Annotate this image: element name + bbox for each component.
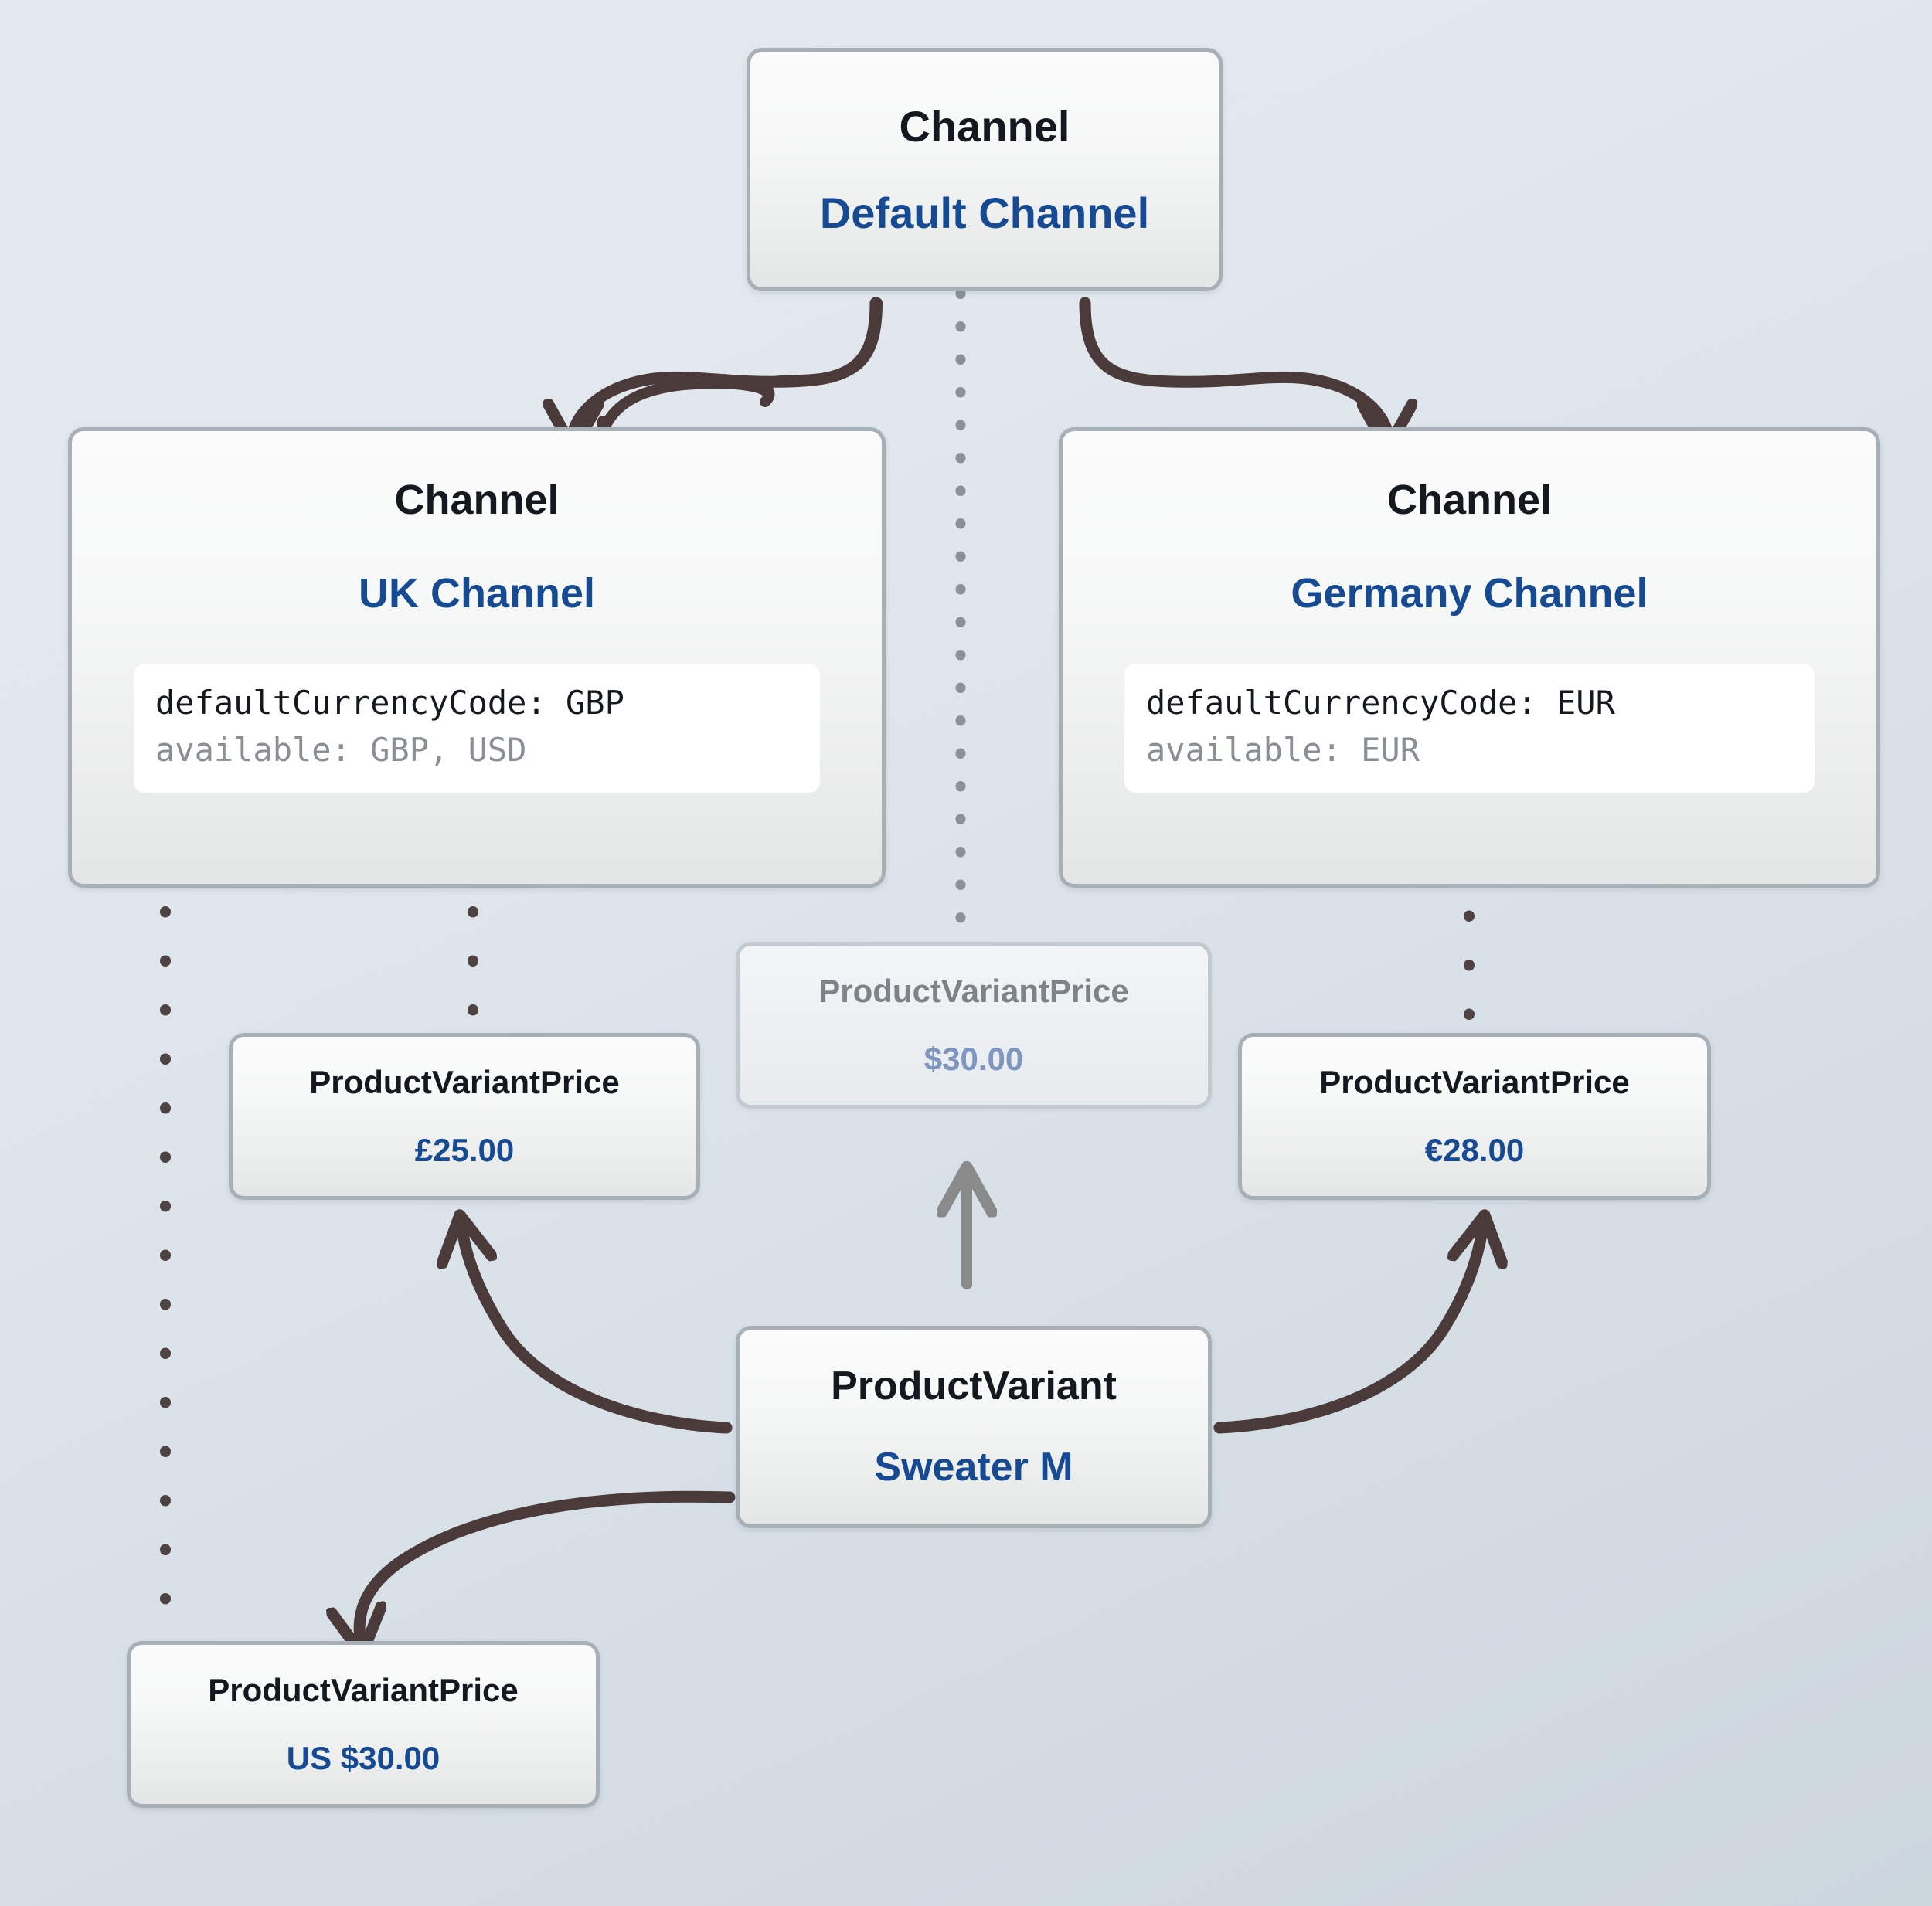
available-currencies-line: available: EUR xyxy=(1146,731,1420,770)
node-price-us[interactable]: ProductVariantPrice US $30.00 xyxy=(127,1641,600,1808)
node-type-label: ProductVariantPrice xyxy=(208,1671,519,1708)
node-name-label: UK Channel xyxy=(358,570,596,617)
edge-default-to-uk-main xyxy=(573,297,882,434)
channel-currency-fields: defaultCurrencyCode: GBP available: GBP,… xyxy=(134,663,820,793)
node-germany-channel[interactable]: Channel Germany Channel defaultCurrencyC… xyxy=(1059,427,1880,888)
edge-variant-to-price-us xyxy=(359,1490,736,1639)
channel-currency-fields: defaultCurrencyCode: EUR available: EUR xyxy=(1124,663,1815,793)
node-name-label: Germany Channel xyxy=(1291,570,1648,617)
node-type-label: Channel xyxy=(394,477,560,523)
node-name-label: Sweater M xyxy=(874,1445,1073,1490)
node-type-label: ProductVariant xyxy=(831,1363,1117,1408)
node-type-label: ProductVariantPrice xyxy=(818,972,1129,1009)
node-type-label: ProductVariantPrice xyxy=(1319,1063,1630,1100)
node-uk-channel[interactable]: Channel UK Channel defaultCurrencyCode: … xyxy=(68,427,886,888)
node-name-label: Default Channel xyxy=(819,188,1150,237)
node-price-value: €28.00 xyxy=(1424,1132,1525,1168)
node-price-value: $30.00 xyxy=(923,1041,1024,1077)
node-price-gbp[interactable]: ProductVariantPrice £25.00 xyxy=(229,1033,700,1200)
available-currencies-line: available: GBP, USD xyxy=(155,731,527,770)
edge-variant-to-price-gbp xyxy=(462,1230,733,1434)
edge-default-to-uk xyxy=(597,297,883,438)
node-product-variant[interactable]: ProductVariant Sweater M xyxy=(736,1326,1212,1528)
default-currency-code-line: defaultCurrencyCode: GBP xyxy=(155,683,624,722)
node-price-value: £25.00 xyxy=(414,1132,515,1168)
default-currency-code-line: defaultCurrencyCode: EUR xyxy=(1146,683,1615,722)
node-type-label: ProductVariantPrice xyxy=(309,1063,620,1100)
edge-variant-to-price-eur xyxy=(1213,1230,1482,1434)
node-price-usd-faded[interactable]: ProductVariantPrice $30.00 xyxy=(736,942,1212,1109)
node-price-eur[interactable]: ProductVariantPrice €28.00 xyxy=(1238,1033,1711,1200)
node-price-value: US $30.00 xyxy=(286,1740,440,1776)
node-default-channel[interactable]: Channel Default Channel xyxy=(747,48,1223,291)
node-type-label: Channel xyxy=(899,101,1070,151)
edge-default-to-germany xyxy=(1079,297,1387,434)
node-type-label: Channel xyxy=(1386,477,1553,523)
